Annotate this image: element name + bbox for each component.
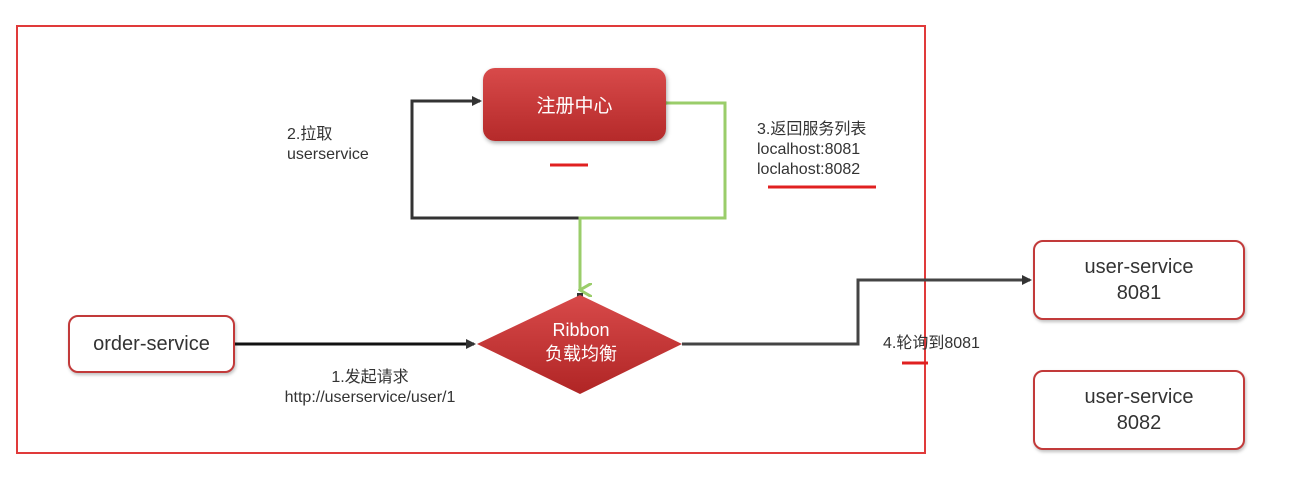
user-service-8082-port: 8082 (1116, 412, 1162, 434)
step3-label-line3: loclahost:8082 (757, 161, 861, 178)
ribbon-label-line2: 负载均衡 (545, 344, 617, 364)
order-service-node: order-service (68, 315, 235, 373)
user-service-8082-name: user-service (1084, 386, 1194, 408)
ribbon-label-line1: Ribbon (552, 320, 610, 340)
round-robin-arrow (682, 275, 1032, 346)
registry-center-label: 注册中心 (536, 96, 613, 117)
step3-label: 3.返回服务列表 localhost:8081 loclahost:8082 (757, 120, 866, 180)
step1-label-line2: http://userservice/user/1 (284, 389, 456, 406)
step1-label: 1.发起请求 http://userservice/user/1 (265, 368, 475, 408)
step2-label-line2: userservice (287, 146, 369, 163)
step1-label-line1: 1.发起请求 (331, 369, 409, 386)
order-service-label: order-service (93, 332, 210, 355)
return-list-arrow (580, 101, 727, 290)
step4-label-text: 4.轮询到8081 (883, 335, 980, 352)
ribbon-load-balancer-shape (477, 295, 682, 394)
step3-label-line2: localhost:8081 (757, 141, 861, 158)
step2-label: 2.拉取 userservice (287, 125, 369, 165)
user-service-8081-port: 8081 (1116, 282, 1162, 304)
user-service-8082-node: user-service 8082 (1033, 370, 1245, 450)
ribbon-label: Ribbon 负载均衡 (520, 318, 642, 366)
user-service-8081-name: user-service (1084, 256, 1194, 278)
step4-label: 4.轮询到8081 (883, 334, 980, 354)
step2-label-line1: 2.拉取 (287, 126, 333, 143)
user-service-8081-node: user-service 8081 (1033, 240, 1245, 320)
pull-arrow (410, 96, 580, 220)
registry-center-node: 注册中心 (483, 68, 666, 141)
scope-frame (16, 25, 926, 454)
step3-label-line1: 3.返回服务列表 (757, 121, 867, 138)
